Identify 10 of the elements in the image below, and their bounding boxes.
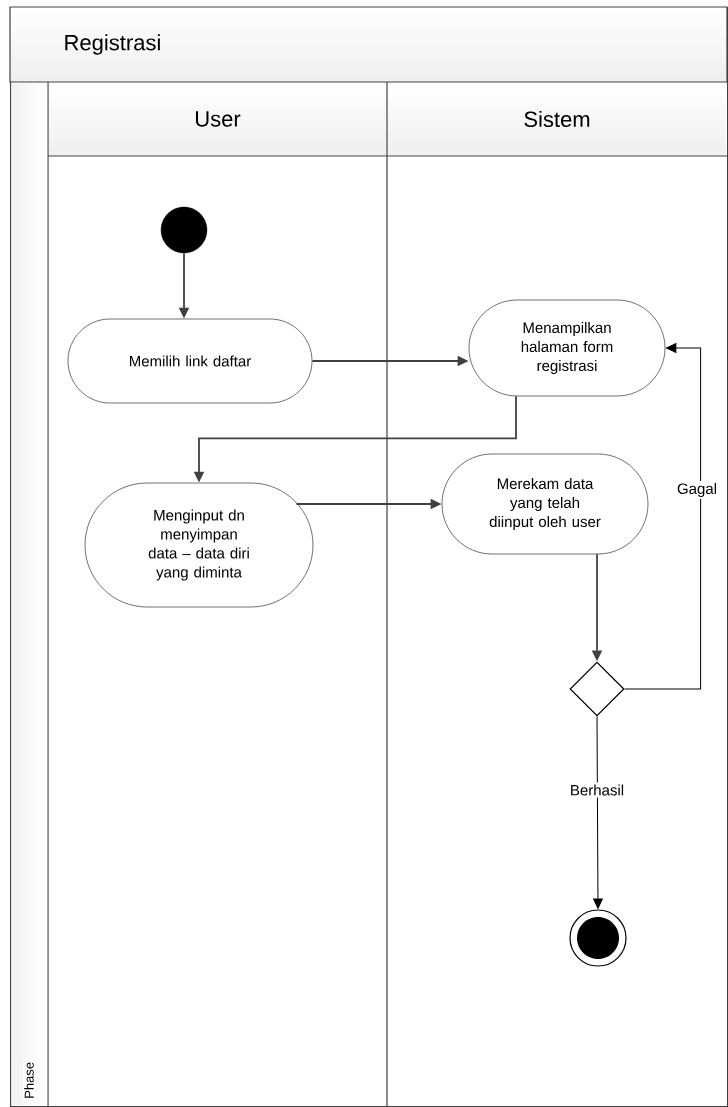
- arrow: [624, 343, 702, 690]
- edge-label: Gagal: [675, 481, 719, 499]
- initial-node: [160, 206, 208, 254]
- action-node: Menginput dn menyimpan data – data diri yang diminta: [84, 482, 314, 608]
- arrow: [593, 716, 603, 909]
- final-node: [569, 909, 627, 967]
- edge-label: Berhasil: [567, 782, 627, 798]
- decision-diamond: [569, 661, 625, 717]
- action-node: Memilih link daftar: [67, 318, 313, 404]
- phase-band: Phase: [23, 1060, 35, 1100]
